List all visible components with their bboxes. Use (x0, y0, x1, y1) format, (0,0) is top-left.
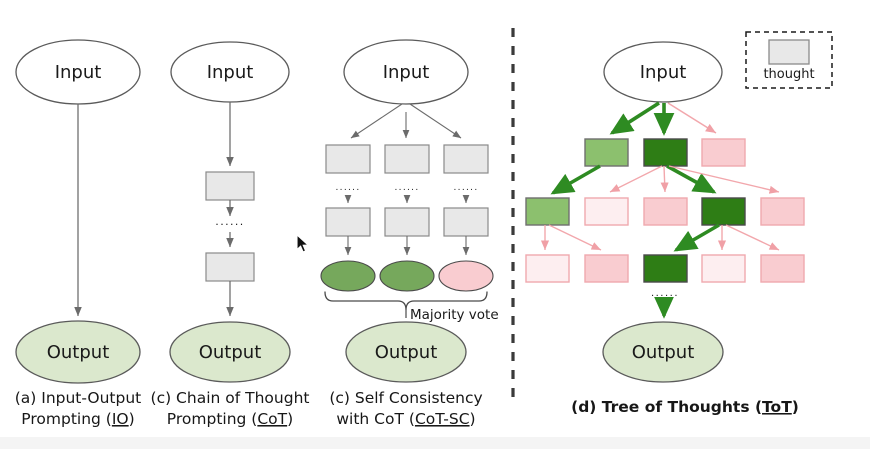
tot-node-l3-5 (760, 254, 805, 283)
legend-thought-label: thought (763, 67, 814, 82)
caption-cot-suffix: ) (287, 410, 293, 428)
tot-input-ellipse (603, 41, 723, 103)
caption-io-line1: (a) Input-Output (15, 389, 142, 407)
panel-io: Input Output (15, 39, 141, 384)
cot-input-label: Input (207, 62, 254, 83)
panel-cot: Input ······ Output (169, 41, 291, 383)
caption-sc-line1: (c) Self Consistency (329, 389, 482, 407)
cot-output-ellipse (169, 321, 291, 383)
tot-output-ellipse (602, 321, 724, 383)
tot-edge-l1-2-to-l2-2 (609, 165, 663, 193)
io-output-ellipse (15, 320, 141, 384)
sc-thought-box-r1c3 (443, 144, 489, 174)
tot-edge-l1-2-to-l2-5 (668, 165, 780, 194)
caption-cot-line1: (c) Chain of Thought (151, 389, 310, 407)
tot-node-l2-2 (584, 197, 629, 226)
tot-node-l1-3 (701, 138, 746, 167)
panel-tot: Input (525, 41, 805, 383)
sc-candidate-ellipse-1 (320, 260, 376, 292)
tot-node-l2-5 (760, 197, 805, 226)
caption-io-abbr: IO (112, 410, 129, 428)
cot-thought-box-2 (205, 252, 255, 282)
caption-io-prefix: Prompting ( (21, 410, 112, 428)
caption-tot: (d) Tree of Thoughts (ToT) (571, 398, 799, 416)
caption-cot-line2: Prompting (CoT) (167, 410, 293, 428)
tot-output-label: Output (632, 342, 695, 363)
caption-sc-prefix: with CoT ( (336, 410, 415, 428)
panel-cot-sc: Input ······ ······ ······ Majorit (320, 39, 499, 383)
tot-dots: ······ (651, 291, 679, 302)
sc-branch-arrow-right (409, 103, 462, 139)
tot-edge-l1-2-to-l2-4 (666, 164, 717, 194)
caption-tot-prefix: (d) Tree of Thoughts ( (571, 398, 762, 416)
tot-node-l2-4 (701, 197, 746, 226)
tot-edge-l2-4-to-l3-3 (673, 223, 720, 252)
caption-tot-suffix: ) (792, 398, 799, 416)
sc-dots-col3: ······ (454, 186, 479, 196)
legend-thought-box-icon (768, 39, 810, 65)
caption-sc-suffix: ) (470, 410, 476, 428)
sc-thought-box-r2c2 (384, 207, 430, 237)
sc-output-label: Output (375, 342, 438, 363)
sc-thought-box-r1c1 (325, 144, 371, 174)
sc-majority-vote-label: Majority vote (410, 307, 499, 323)
tot-edge-root-l1-3 (667, 102, 717, 134)
tot-node-l3-3 (643, 254, 688, 283)
sc-input-label: Input (383, 62, 430, 83)
tot-node-l1-2 (643, 138, 688, 167)
tot-node-l2-1 (525, 197, 570, 226)
tot-edge-l1-1-to-l2-1 (550, 164, 601, 195)
caption-io-line2: Prompting (IO) (21, 410, 134, 428)
tot-edge-root-l1-1 (609, 101, 660, 135)
tot-edge-l2-1-to-l3-2 (548, 224, 602, 251)
sc-thought-box-r2c3 (443, 207, 489, 237)
cot-dots: ······ (215, 218, 244, 231)
tot-node-l2-3 (643, 197, 688, 226)
sc-thought-box-r2c1 (325, 207, 371, 237)
tot-edge-l1-2-to-l2-3 (660, 165, 669, 193)
cot-thought-box-1 (205, 171, 255, 201)
io-output-label: Output (47, 342, 110, 363)
sc-thought-box-r1c2 (384, 144, 430, 174)
bottom-band (0, 437, 870, 449)
caption-cot-abbr: CoT (257, 410, 287, 428)
caption-tot-abbr: ToT (762, 398, 792, 416)
sc-input-ellipse (343, 39, 469, 105)
cot-output-label: Output (199, 342, 262, 363)
legend: thought (745, 31, 833, 89)
tot-edge-l2-4-to-l3-5 (725, 224, 780, 251)
sc-candidate-ellipse-2 (379, 260, 435, 292)
sc-candidate-ellipse-3 (438, 260, 494, 292)
tot-node-l3-1 (525, 254, 570, 283)
sc-dots-col2: ······ (395, 186, 420, 196)
io-input-label: Input (55, 62, 102, 83)
tot-input-label: Input (640, 62, 687, 83)
caption-sc-abbr: CoT-SC (415, 410, 470, 428)
caption-cot-prefix: Prompting ( (167, 410, 258, 428)
caption-io-suffix: ) (129, 410, 135, 428)
tot-node-l3-4 (701, 254, 746, 283)
tot-node-l1-1 (584, 138, 629, 167)
caption-sc-line2: with CoT (CoT-SC) (336, 410, 475, 428)
captions: (a) Input-Output Prompting (IO) (c) Chai… (15, 389, 799, 428)
tot-node-l3-2 (584, 254, 629, 283)
sc-branch-arrow-left (350, 103, 403, 139)
sc-dots-col1: ······ (336, 186, 361, 196)
sc-output-ellipse (345, 321, 467, 383)
